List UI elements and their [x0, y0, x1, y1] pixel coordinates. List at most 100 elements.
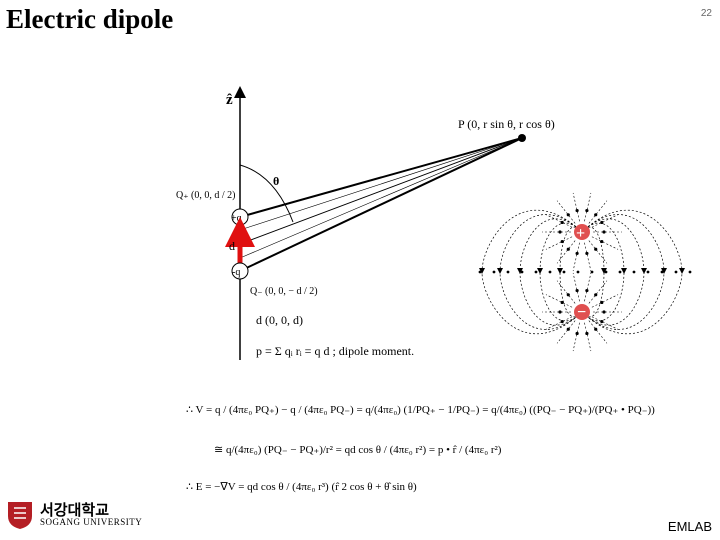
- field-spoke: [545, 316, 573, 330]
- field-spoke: [591, 214, 619, 228]
- field-arrow: [585, 251, 589, 256]
- field-arrow: [575, 331, 579, 336]
- field-arrow: [585, 331, 589, 336]
- field-spoke: [572, 322, 580, 352]
- field-arrow: [520, 270, 524, 274]
- field-spoke: [584, 322, 592, 352]
- field-line: [559, 226, 583, 318]
- logo-korean: 서강대학교: [40, 500, 110, 519]
- field-arrow: [646, 270, 650, 274]
- field-arrow: [560, 319, 564, 324]
- field-arrow: [641, 268, 647, 274]
- q-minus-coord: Q₋ (0, 0, − d / 2): [250, 286, 318, 297]
- field-arrow: [594, 327, 598, 331]
- point-p: [518, 134, 526, 142]
- d-vector: d (0, 0, d): [256, 313, 303, 327]
- plus-charge: [574, 224, 590, 240]
- field-arrow: [479, 268, 485, 274]
- field-arrow: [560, 220, 564, 225]
- line-extra-2: [239, 137, 523, 259]
- field-line: [581, 209, 683, 335]
- field-arrow: [576, 270, 580, 274]
- field-arrow: [492, 270, 496, 274]
- field-arrow: [594, 293, 598, 297]
- field-arrow: [517, 268, 523, 274]
- field-arrow: [575, 288, 579, 293]
- line-origin-to-p: [239, 137, 523, 245]
- field-arrow: [575, 251, 579, 256]
- field-arrow: [621, 268, 627, 274]
- field-arrow: [557, 268, 563, 274]
- plus-charge-symbol: +: [576, 225, 585, 242]
- field-arrow: [600, 220, 604, 225]
- field-arrow: [594, 213, 598, 217]
- field-arrow: [594, 247, 598, 251]
- field-arrow: [590, 270, 594, 274]
- field-arrow: [560, 239, 564, 244]
- equation-line-1: ∴ V = q / (4πε₀ PQ₊) − q / (4πε₀ PQ₋) = …: [186, 404, 655, 416]
- field-arrow: [602, 230, 606, 234]
- field-spoke: [556, 320, 576, 344]
- field-spoke: [591, 294, 619, 308]
- field-spoke: [588, 280, 608, 304]
- field-arrow: [566, 327, 570, 331]
- emblem-icon: [8, 502, 32, 529]
- field-arrow: [497, 268, 503, 274]
- dipole-moment: p = Σ qᵢ rᵢ = q d ; dipole moment.: [256, 344, 414, 358]
- field-spoke: [584, 272, 592, 302]
- field-spoke: [588, 200, 608, 224]
- field-arrow: [674, 270, 678, 274]
- field-arrow: [618, 270, 622, 274]
- field-spoke: [556, 240, 576, 264]
- q-minus-charge: [231, 262, 249, 280]
- field-arrow: [534, 270, 538, 274]
- field-arrow: [602, 310, 606, 314]
- theta-arc: [239, 164, 294, 223]
- line-q-minus-to-p: [239, 137, 523, 272]
- equation-line-3: ∴ E = −∇V = qd cos θ / (4πε₀ r³) (r̂ 2 c…: [186, 481, 417, 493]
- point-p-label: P (0, r sin θ, r cos θ): [458, 117, 555, 131]
- field-spoke: [556, 200, 576, 224]
- footer-label: EMLAB: [667, 519, 712, 534]
- field-arrow: [566, 247, 570, 251]
- field-spoke: [588, 320, 608, 344]
- field-arrow: [600, 319, 604, 324]
- field-arrow: [600, 300, 604, 305]
- field-arrow: [506, 270, 510, 274]
- field-arrow: [566, 293, 570, 297]
- field-spoke: [584, 192, 592, 222]
- field-line: [581, 226, 605, 318]
- field-arrow: [558, 230, 562, 234]
- field-spoke: [572, 242, 580, 272]
- field-arrow: [575, 208, 579, 213]
- field-arrow: [600, 239, 604, 244]
- minus-charge: [574, 304, 590, 320]
- field-arrow: [601, 268, 607, 274]
- field-arrow: [679, 268, 685, 274]
- theta-label: θ: [273, 174, 279, 188]
- field-spoke: [572, 272, 580, 302]
- line-q-plus-to-p: [239, 137, 523, 218]
- field-arrow: [661, 268, 667, 274]
- field-spoke: [556, 280, 576, 304]
- field-arrow: [585, 288, 589, 293]
- field-line: [581, 218, 645, 326]
- field-spoke: [545, 214, 573, 228]
- field-arrow: [604, 270, 608, 274]
- field-arrow: [566, 213, 570, 217]
- field-arrow: [632, 270, 636, 274]
- field-spoke: [588, 240, 608, 264]
- field-arrow: [537, 268, 543, 274]
- z-axis-label: ẑ: [226, 92, 233, 108]
- slide-title: Electric dipole: [6, 4, 174, 34]
- field-arrow: [558, 310, 562, 314]
- field-spoke: [545, 294, 573, 308]
- minus-charge-symbol: −: [577, 304, 586, 321]
- university-logo: 서강대학교 SOGANG UNIVERSITY: [6, 500, 142, 530]
- field-arrow: [560, 300, 564, 305]
- field-spoke: [545, 236, 573, 250]
- field-arrow: [585, 208, 589, 213]
- logo-english: SOGANG UNIVERSITY: [40, 517, 143, 528]
